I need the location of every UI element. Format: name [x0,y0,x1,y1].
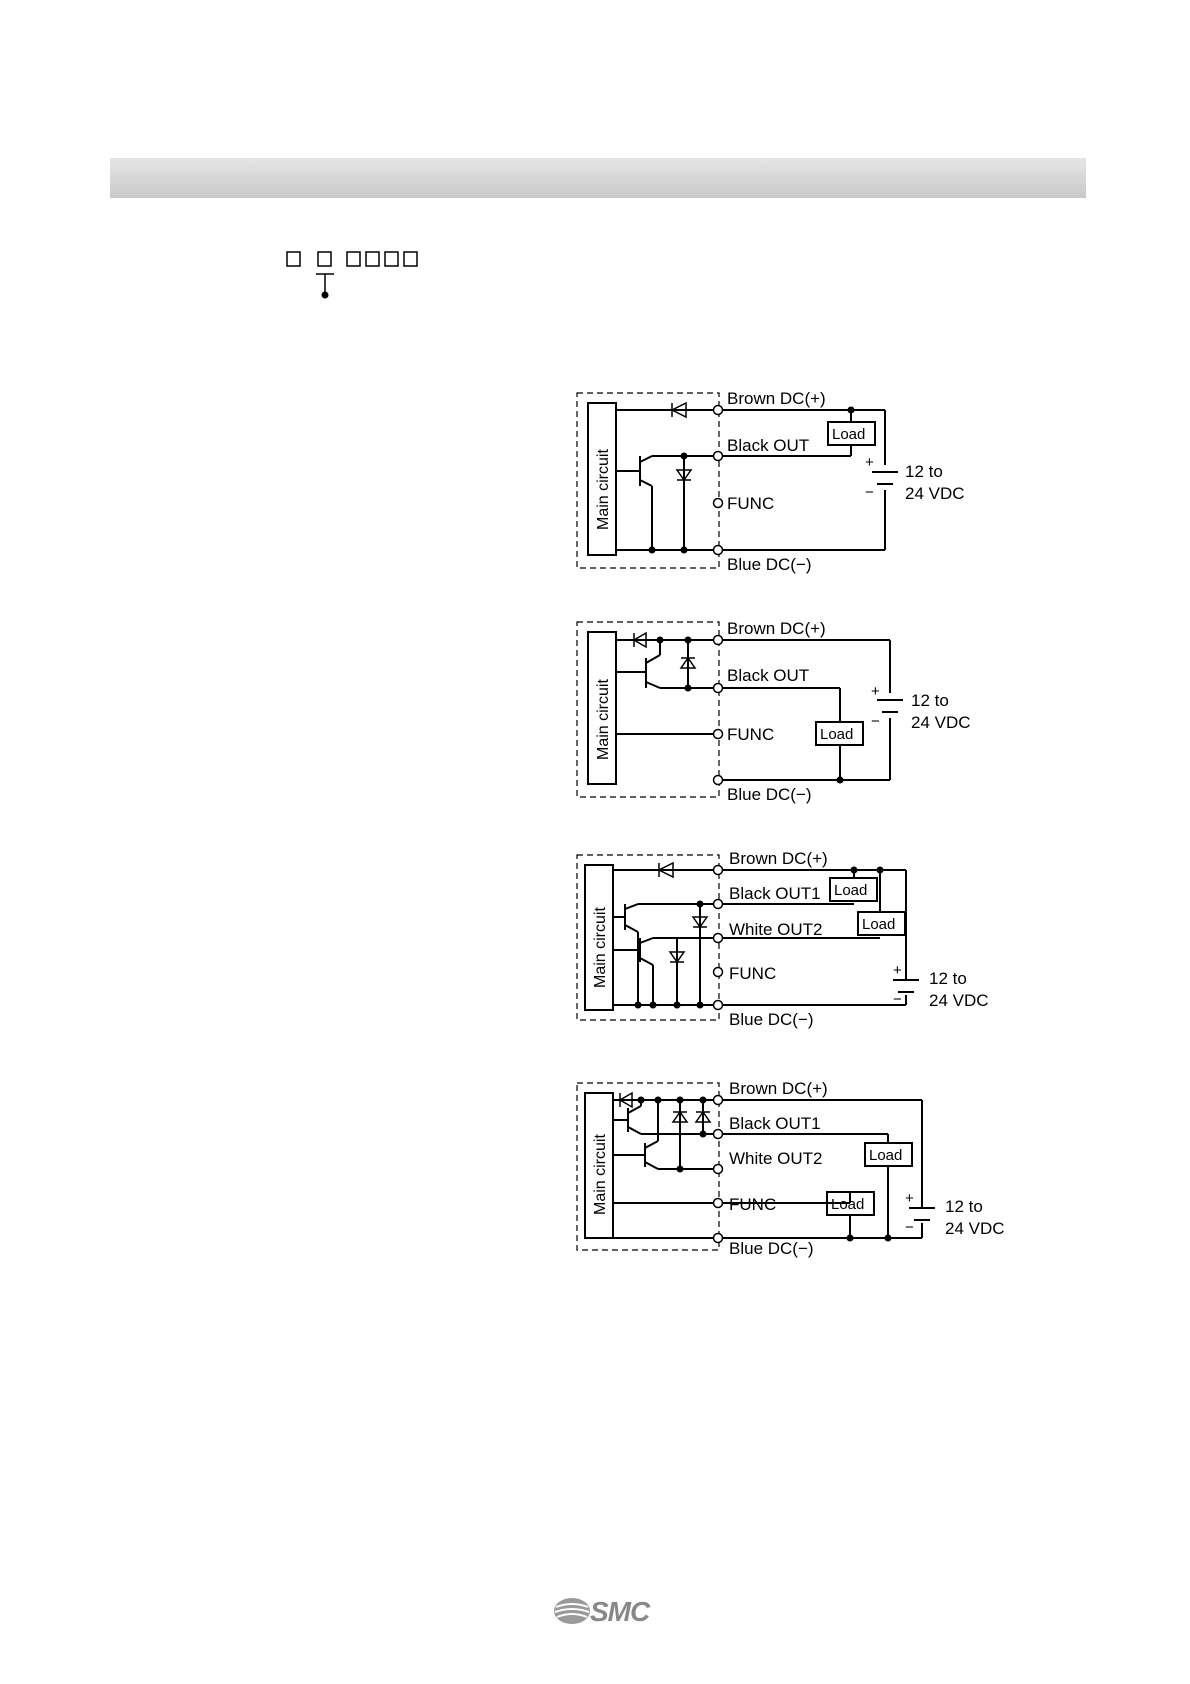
load-label: Load [820,726,853,743]
load-box [827,421,876,446]
polarity-minus: − [905,1219,914,1236]
load-box-1 [864,1142,913,1167]
wire-label-blue: Blue DC(−) [729,1010,814,1029]
zener-diode-icon [668,951,686,964]
supply-voltage-line1: 12 to [945,1197,983,1216]
main-circuit-label: Main circuit [595,679,612,760]
wire-label-func: FUNC [729,1195,776,1214]
section-header-bar [110,158,1086,198]
wire-label-brown: Brown DC(+) [727,619,826,638]
load-box [815,721,864,746]
sensor-enclosure [576,392,720,569]
wire-label-blue: Blue DC(−) [729,1239,814,1258]
main-circuit-label: Main circuit [592,907,609,988]
main-circuit-label: Main circuit [595,449,612,530]
supply-voltage-line1: 12 to [905,462,943,481]
wire-label-white: White OUT2 [729,1149,823,1168]
diode-icon [670,401,687,419]
smc-logo-text: SMC [590,1596,650,1627]
model-code-pointer-dot [321,291,329,299]
main-circuit-block [584,1092,614,1239]
polarity-plus: + [893,962,902,979]
polarity-plus: + [871,683,880,700]
polarity-minus: − [865,484,874,501]
wire-label-black: Black OUT1 [729,1114,821,1133]
load-label-2: Load [831,1196,864,1213]
wire-label-black: Black OUT [727,436,809,455]
model-code-boxes [286,251,418,294]
diode-icon [657,861,674,879]
load-box-2 [857,911,906,936]
wire-label-func: FUNC [727,494,774,513]
wire-label-brown: Brown DC(+) [729,849,828,868]
main-circuit-block [587,631,617,785]
main-circuit-label: Main circuit [592,1134,609,1215]
diode-icon [632,631,647,649]
polarity-minus: − [893,991,902,1008]
zener-diode-icon [675,469,693,482]
wire-label-func: FUNC [727,725,774,744]
load-label: Load [832,426,865,443]
wire-label-black: Black OUT [727,666,809,685]
wire-label-blue: Blue DC(−) [727,555,812,574]
wire-label-brown: Brown DC(+) [727,389,826,408]
load-label-1: Load [869,1147,902,1164]
polarity-minus: − [871,713,880,730]
supply-voltage-line1: 12 to [929,969,967,988]
wire-label-blue: Blue DC(−) [727,785,812,804]
smc-logo-icon [554,1598,590,1624]
supply-voltage-line2: 24 VDC [929,991,989,1010]
supply-voltage-line2: 24 VDC [911,713,971,732]
wire-label-black: Black OUT1 [729,884,821,903]
supply-voltage-line2: 24 VDC [945,1219,1005,1238]
model-code-diagram [286,251,418,299]
polarity-plus: + [865,454,874,471]
wire-label-white: White OUT2 [729,920,823,939]
load-label-1: Load [834,882,867,899]
supply-voltage-line2: 24 VDC [905,484,965,503]
sensor-enclosure [576,621,720,798]
main-circuit-block [587,402,617,556]
wire-label-brown: Brown DC(+) [729,1079,828,1098]
main-circuit-block [584,864,614,1011]
load-label-2: Load [862,916,895,933]
zener-diode-icon [671,1110,689,1123]
zener-diode-icon [679,656,697,669]
wire-label-func: FUNC [729,964,776,983]
load-box-1 [829,877,878,902]
polarity-plus: + [905,1190,914,1207]
zener-diode-icon [694,1110,712,1123]
supply-voltage-line1: 12 to [911,691,949,710]
load-box-2 [826,1191,875,1216]
diode-icon [618,1091,633,1109]
zener-diode-icon [691,916,709,929]
